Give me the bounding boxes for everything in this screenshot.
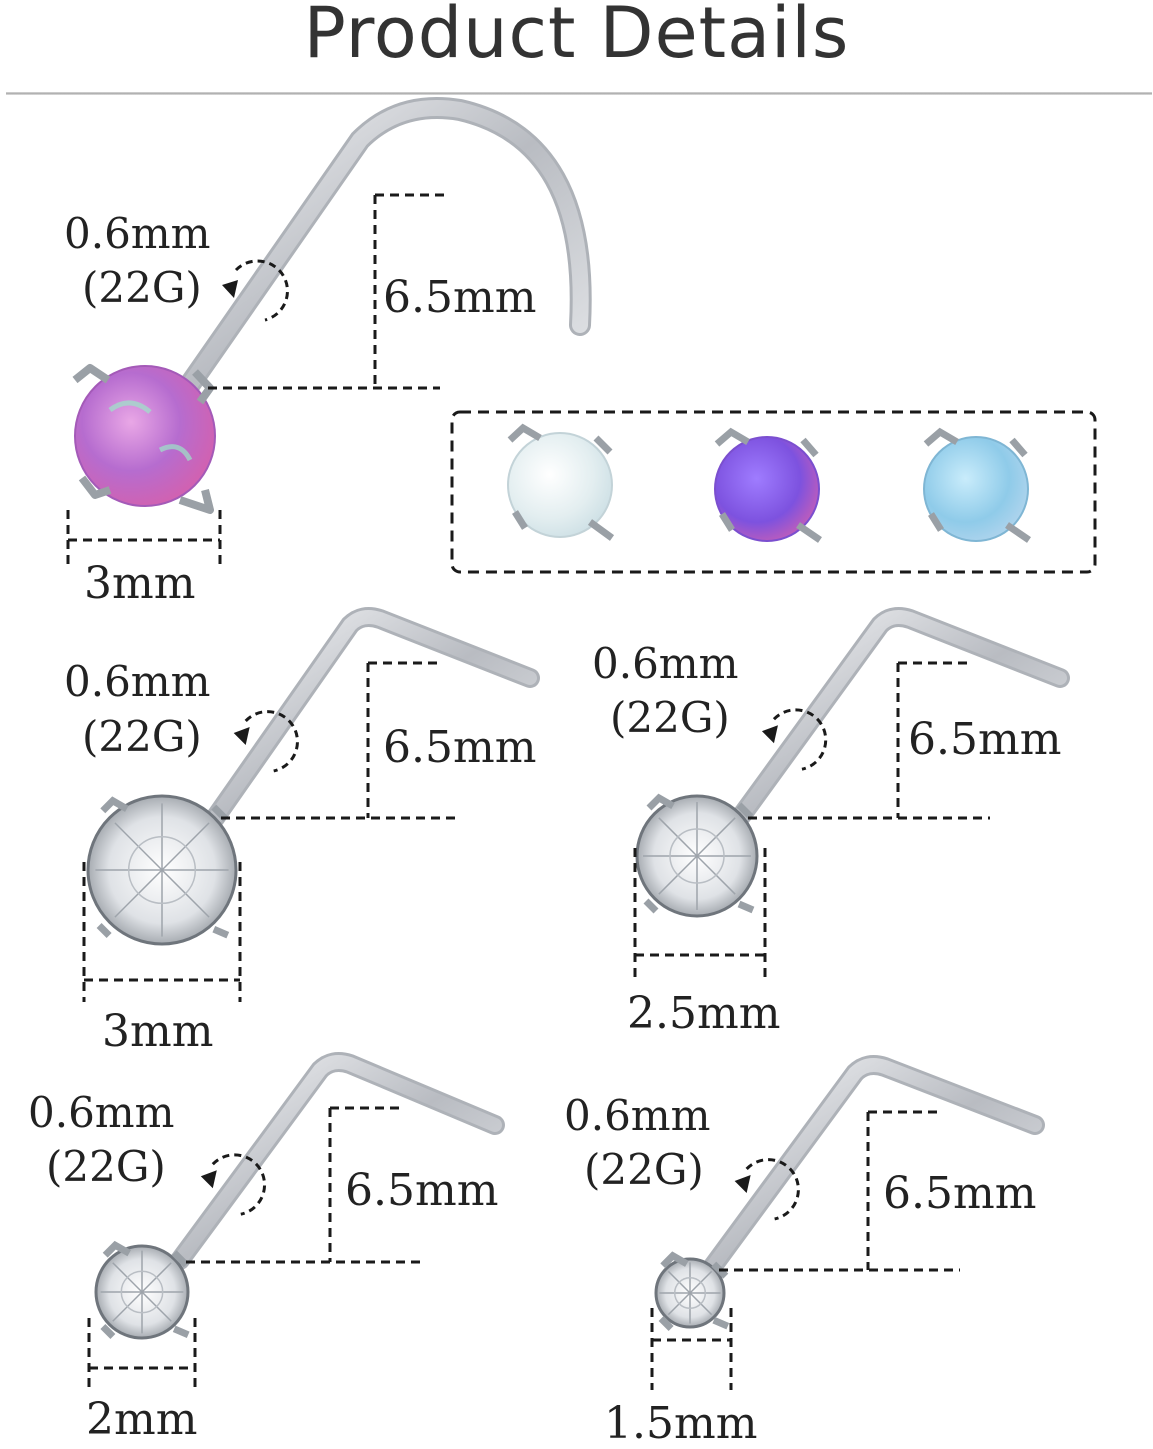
prongs [96,796,230,939]
length-label: 6.5mm [383,272,537,323]
diameter-dim [87,1318,197,1390]
l-shape-stud-3 [633,607,1070,980]
opal-purple [714,427,822,543]
gauge-mm-label: 0.6mm [564,1091,711,1140]
post [175,97,592,401]
screw-stud-opal [66,97,592,565]
gauge-g-label: (22G) [82,712,202,761]
diameter-label: 3mm [102,1006,214,1057]
gauge-rotation-arrow [745,1158,800,1221]
gauge-mm-label: 0.6mm [64,209,211,258]
options-frame [450,410,1097,574]
gauge-rotation-arrow [211,1153,267,1216]
diameter-label: 2.5mm [627,988,781,1039]
l-shape-stud-4 [87,1052,505,1390]
gauge-g-label: (22G) [610,693,730,742]
opal-white [507,423,615,541]
length-dim [208,193,450,390]
length-label: 6.5mm [908,714,1062,765]
length-label: 6.5mm [383,722,537,773]
diameter-label: 1.5mm [604,1398,758,1449]
opal-options [450,410,1097,574]
prongs [100,1240,190,1339]
gauge-g-label: (22G) [82,263,202,312]
length-label: 6.5mm [345,1165,499,1216]
length-dim [221,661,460,820]
page-title: Product Details [303,0,850,74]
gauge-mm-label: 0.6mm [28,1088,175,1137]
post [170,1052,505,1270]
length-label: 6.5mm [883,1168,1037,1219]
gauge-rotation-arrow [772,708,828,771]
diameter-dim [633,848,767,980]
l-shape-stud-2 [82,607,540,1002]
diameter-dim [66,510,222,565]
opal-stone [74,365,216,507]
post [703,1055,1045,1276]
l-shape-stud-5 [650,1055,1045,1390]
opal-blue [923,427,1031,543]
diameter-dim [650,1308,733,1390]
title-divider [6,92,1152,95]
gauge-g-label: (22G) [584,1145,704,1194]
gauge-rotation-arrow [244,710,299,773]
length-dim [186,1106,425,1264]
gauge-g-label: (22G) [46,1142,166,1191]
gauge-rotation-arrow [234,259,289,322]
diameter-dim [82,862,242,1002]
gauge-mm-label: 0.6mm [592,639,739,688]
post [205,607,540,828]
diameter-label: 3mm [84,558,196,609]
length-dim [748,661,990,820]
diameter-label: 2mm [86,1394,198,1445]
length-dim [719,1110,960,1272]
gauge-mm-label: 0.6mm [64,657,211,706]
prongs [643,793,755,914]
